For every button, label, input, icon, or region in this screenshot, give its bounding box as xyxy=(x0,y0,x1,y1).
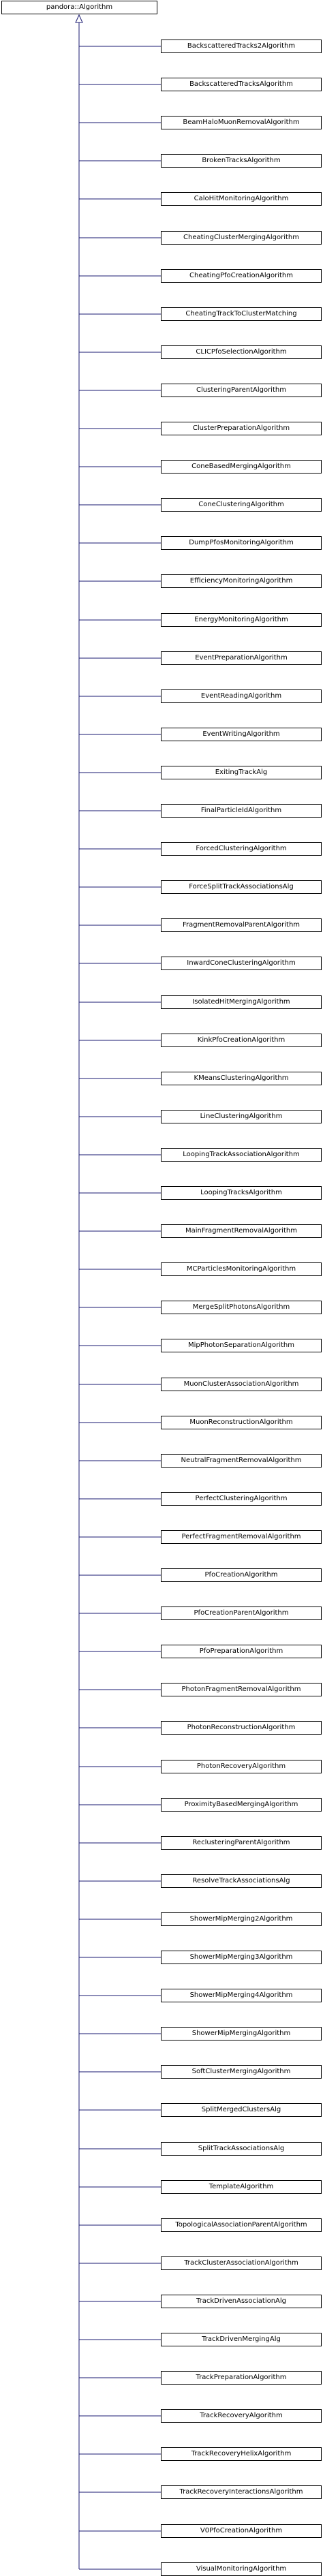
derived-class-node[interactable]: ShowerMipMerging3Algorithm xyxy=(161,1951,322,1964)
derived-class-node[interactable]: ProximityBasedMergingAlgorithm xyxy=(161,1798,322,1812)
derived-class-node[interactable]: TrackDrivenAssociationAlg xyxy=(161,2295,322,2308)
derived-class-node[interactable]: MuonClusterAssociationAlgorithm xyxy=(161,1378,322,1391)
derived-class-node[interactable]: ForceSplitTrackAssociationsAlg xyxy=(161,880,322,894)
derived-class-node[interactable]: ForcedClusteringAlgorithm xyxy=(161,842,322,856)
derived-class-node[interactable]: ShowerMipMerging4Algorithm xyxy=(161,1989,322,2002)
derived-class-node[interactable]: CLICPfoSelectionAlgorithm xyxy=(161,345,322,359)
derived-class-node[interactable]: BrokenTracksAlgorithm xyxy=(161,154,322,168)
derived-class-node[interactable]: TrackRecoveryAlgorithm xyxy=(161,2409,322,2423)
derived-class-node[interactable]: ClusterPreparationAlgorithm xyxy=(161,422,322,435)
derived-class-node[interactable]: ConeClusteringAlgorithm xyxy=(161,498,322,512)
derived-class-node[interactable]: IsolatedHitMergingAlgorithm xyxy=(161,995,322,1009)
derived-class-node[interactable]: PfoCreationParentAlgorithm xyxy=(161,1607,322,1620)
derived-class-node[interactable]: TrackDrivenMergingAlg xyxy=(161,2333,322,2346)
derived-class-node[interactable]: CheatingClusterMergingAlgorithm xyxy=(161,231,322,245)
derived-class-node[interactable]: MainFragmentRemovalAlgorithm xyxy=(161,1224,322,1238)
derived-class-node[interactable]: MergeSplitPhotonsAlgorithm xyxy=(161,1301,322,1314)
derived-class-node[interactable]: TrackRecoveryInteractionsAlgorithm xyxy=(161,2485,322,2499)
derived-class-node[interactable]: PfoPreparationAlgorithm xyxy=(161,1645,322,1658)
derived-class-node[interactable]: LoopingTrackAssociationAlgorithm xyxy=(161,1148,322,1162)
derived-class-node[interactable]: TemplateAlgorithm xyxy=(161,2180,322,2194)
derived-class-node[interactable]: SoftClusterMergingAlgorithm xyxy=(161,2065,322,2079)
derived-class-node[interactable]: CheatingPfoCreationAlgorithm xyxy=(161,269,322,283)
derived-class-node[interactable]: PfoCreationAlgorithm xyxy=(161,1568,322,1582)
derived-class-node[interactable]: MCParticlesMonitoringAlgorithm xyxy=(161,1262,322,1276)
derived-class-node[interactable]: LineClusteringAlgorithm xyxy=(161,1110,322,1123)
base-class-node[interactable]: pandora::Algorithm xyxy=(1,1,157,14)
derived-class-node[interactable]: CaloHitMonitoringAlgorithm xyxy=(161,192,322,206)
derived-class-node[interactable]: FragmentRemovalParentAlgorithm xyxy=(161,918,322,932)
derived-class-node[interactable]: DumpPfosMonitoringAlgorithm xyxy=(161,536,322,550)
derived-class-node[interactable]: InwardConeClusteringAlgorithm xyxy=(161,957,322,970)
derived-class-node[interactable]: PhotonFragmentRemovalAlgorithm xyxy=(161,1683,322,1696)
derived-class-node[interactable]: SplitMergedClustersAlg xyxy=(161,2103,322,2117)
inheritance-arrowhead-icon xyxy=(75,14,83,23)
derived-class-node[interactable]: TrackPreparationAlgorithm xyxy=(161,2371,322,2385)
derived-class-node[interactable]: BackscatteredTracks2Algorithm xyxy=(161,40,322,53)
derived-class-node[interactable]: EnergyMonitoringAlgorithm xyxy=(161,613,322,627)
derived-class-node[interactable]: ClusteringParentAlgorithm xyxy=(161,384,322,397)
derived-class-node[interactable]: V0PfoCreationAlgorithm xyxy=(161,2524,322,2538)
derived-class-node[interactable]: PhotonReconstructionAlgorithm xyxy=(161,1721,322,1735)
derived-class-node[interactable]: BeamHaloMuonRemovalAlgorithm xyxy=(161,116,322,129)
derived-class-node[interactable]: NeutralFragmentRemovalAlgorithm xyxy=(161,1454,322,1468)
derived-class-node[interactable]: ReclusteringParentAlgorithm xyxy=(161,1836,322,1850)
derived-class-node[interactable]: PerfectFragmentRemovalAlgorithm xyxy=(161,1530,322,1544)
derived-class-node[interactable]: ShowerMipMerging2Algorithm xyxy=(161,1912,322,1926)
derived-class-node[interactable]: SplitTrackAssociationsAlg xyxy=(161,2142,322,2156)
derived-class-node[interactable]: KMeansClusteringAlgorithm xyxy=(161,1072,322,1085)
derived-class-node[interactable]: TrackClusterAssociationAlgorithm xyxy=(161,2256,322,2270)
derived-class-node[interactable]: EventReadingAlgorithm xyxy=(161,689,322,703)
derived-class-node[interactable]: EventWritingAlgorithm xyxy=(161,728,322,741)
derived-class-node[interactable]: ConeBasedMergingAlgorithm xyxy=(161,460,322,474)
derived-class-node[interactable]: ResolveTrackAssociationsAlg xyxy=(161,1874,322,1888)
derived-class-node[interactable]: MuonReconstructionAlgorithm xyxy=(161,1416,322,1429)
derived-class-node[interactable]: VisualMonitoringAlgorithm xyxy=(161,2562,322,2576)
derived-class-node[interactable]: EventPreparationAlgorithm xyxy=(161,651,322,665)
derived-class-node[interactable]: ShowerMipMergingAlgorithm xyxy=(161,2027,322,2040)
derived-class-node[interactable]: ExitingTrackAlg xyxy=(161,766,322,779)
derived-class-node[interactable]: MipPhotonSeparationAlgorithm xyxy=(161,1339,322,1352)
derived-class-node[interactable]: BackscatteredTracksAlgorithm xyxy=(161,78,322,91)
derived-class-node[interactable]: TrackRecoveryHelixAlgorithm xyxy=(161,2447,322,2461)
derived-class-node[interactable]: EfficiencyMonitoringAlgorithm xyxy=(161,574,322,588)
derived-class-node[interactable]: PhotonRecoveryAlgorithm xyxy=(161,1760,322,1773)
derived-class-node[interactable]: LoopingTracksAlgorithm xyxy=(161,1186,322,1200)
derived-class-node[interactable]: PerfectClusteringAlgorithm xyxy=(161,1492,322,1506)
derived-class-node[interactable]: TopologicalAssociationParentAlgorithm xyxy=(161,2218,322,2232)
derived-class-node[interactable]: FinalParticleIdAlgorithm xyxy=(161,804,322,818)
derived-class-node[interactable]: CheatingTrackToClusterMatching xyxy=(161,307,322,321)
derived-class-node[interactable]: KinkPfoCreationAlgorithm xyxy=(161,1034,322,1047)
